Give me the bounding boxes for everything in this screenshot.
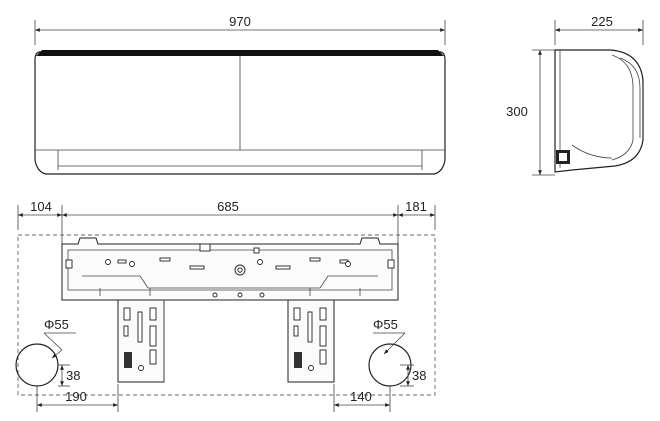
- left-hole-height-label: 38: [66, 368, 80, 383]
- depth-label: 225: [591, 14, 613, 29]
- right-wall-hole: Φ55 38 140: [333, 317, 426, 412]
- left-bracket: [117, 299, 165, 383]
- plate-dimensions: 104 685 181: [17, 199, 436, 245]
- side-view: 225 300: [506, 14, 644, 176]
- width-label: 970: [229, 14, 251, 29]
- left-hole-diameter-label: Φ55: [44, 317, 69, 332]
- right-hole-distance-label: 140: [350, 389, 372, 404]
- right-hole-height-label: 38: [412, 368, 426, 383]
- left-hole-distance-label: 190: [65, 389, 87, 404]
- plate-width-label: 685: [217, 199, 239, 214]
- right-hole-diameter-label: Φ55: [373, 317, 398, 332]
- unit-outline: [17, 234, 436, 396]
- mounting-plate: [61, 237, 399, 301]
- left-wall-hole: Φ55 38 190: [15, 317, 119, 412]
- right-bracket: [287, 299, 335, 383]
- front-view: 970: [34, 14, 446, 175]
- right-offset-label: 181: [405, 199, 427, 214]
- left-offset-label: 104: [30, 199, 52, 214]
- height-label: 300: [506, 104, 528, 119]
